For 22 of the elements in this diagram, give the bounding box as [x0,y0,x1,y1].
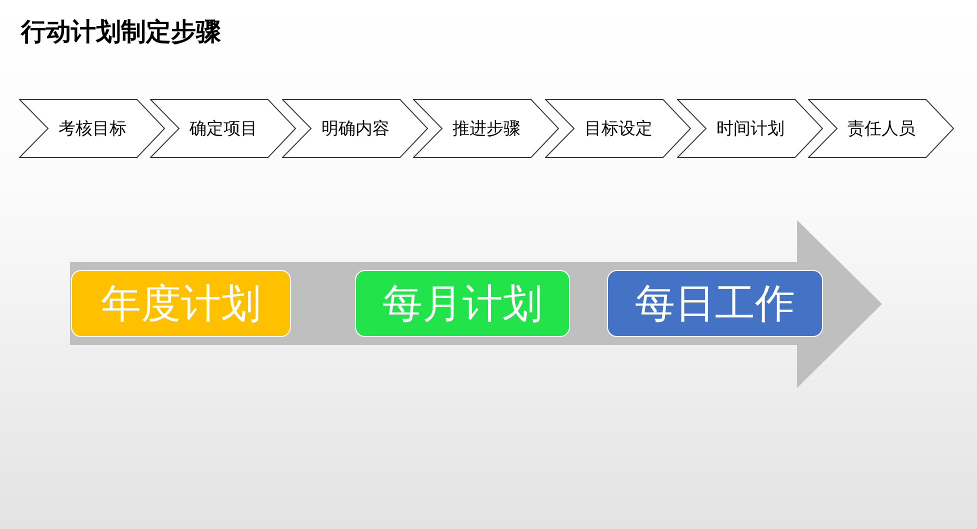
step-label: 目标设定 [584,118,652,140]
chevron-step [413,99,559,158]
card-label: 每日工作 [635,280,795,326]
colored-card [71,270,291,337]
card-label: 每月计划 [382,280,542,326]
step-label: 明确内容 [322,118,390,140]
chevron-step [545,99,691,158]
colored-card [607,270,823,337]
chevron-step [19,99,165,158]
step-label: 确定项目 [190,118,258,140]
chevron-step [150,99,296,158]
step-label: 推进步骤 [452,118,520,140]
step-label: 时间计划 [716,118,784,140]
block-arrow [70,220,882,388]
chevron-step [808,99,954,158]
title: 行动计划制定步骤 [21,16,221,48]
chevron-step [282,99,428,158]
step-label: 考核目标 [58,118,126,140]
card-label: 年度计划 [101,280,261,326]
colored-card [355,270,570,337]
step-label: 责任人员 [848,118,916,140]
chevron-step [677,99,823,158]
